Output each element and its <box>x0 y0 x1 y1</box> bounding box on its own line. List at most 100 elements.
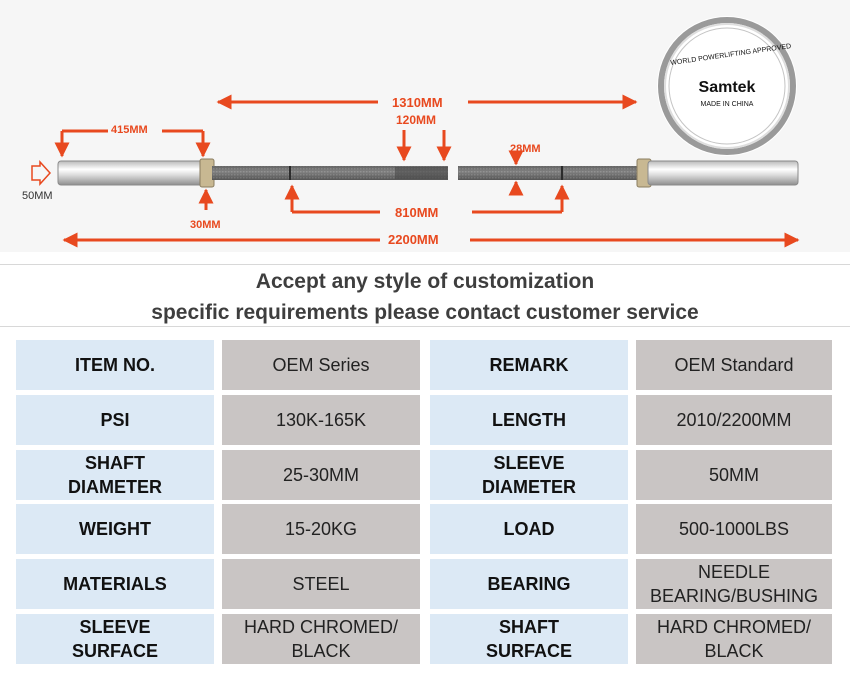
spec-label-r2-k1: PSI <box>16 394 214 445</box>
dim-label-28mm: 28MM <box>510 143 541 155</box>
spec-cell-line: 2010/2200MM <box>676 409 792 430</box>
spec-label-r5-k1: MATERIALS <box>16 559 214 610</box>
spec-cell-line: BLACK <box>291 641 351 661</box>
spec-cell-text: LENGTH <box>492 408 566 432</box>
spec-cell-line: SLEEVE <box>493 452 565 473</box>
spec-label-r1-k2: REMARK <box>430 340 628 390</box>
spec-label-r6-k1: SLEEVE SURFACE <box>16 614 214 664</box>
spec-value-r6-v1: HARD CHROMED/BLACK <box>222 614 420 664</box>
spec-cell-line: BEARING <box>487 574 571 595</box>
spec-cell-text: MATERIALS <box>63 572 167 596</box>
spec-cell-text: 2010/2200MM <box>676 408 791 432</box>
spec-label-r2-k2: LENGTH <box>430 394 628 445</box>
spec-cell-line: SHAFT <box>85 452 145 473</box>
spec-cell-text: OEM Standard <box>674 353 793 377</box>
spec-cell-line: OEM Series <box>272 355 370 375</box>
spec-cell-text: SHAFT DIAMETER <box>68 451 162 499</box>
spec-cell-line: 50MM <box>708 464 759 485</box>
spec-value-r1-v2: OEM Standard <box>636 340 832 390</box>
spec-cell-text: 500-1000LBS <box>679 517 789 541</box>
spec-value-r3-v2: 50MM <box>636 449 832 500</box>
spec-value-r2-v1: 130K-165K <box>222 394 420 445</box>
spec-cell-text: SHAFT SURFACE <box>486 615 572 663</box>
spec-cell-line: LOAD <box>503 519 555 540</box>
spec-cell-line: BLACK <box>704 641 764 661</box>
barbell-drawing <box>31 16 800 248</box>
spec-cell-text: HARD CHROMED/BLACK <box>657 615 811 663</box>
logo-made-in: MADE IN CHINA <box>700 101 754 108</box>
dim-label-30mm: 30MM <box>190 219 221 231</box>
logo-medallion <box>657 16 797 156</box>
spec-value-r4-v1: 15-20KG <box>222 504 420 555</box>
dim-label-2200mm: 2200MM <box>388 232 439 247</box>
spec-cell-text: 130K-165K <box>276 408 366 432</box>
spec-cell-text: STEEL <box>292 572 349 596</box>
spec-value-r4-v2: 500-1000LBS <box>636 504 832 555</box>
dim-label-50mm: 50MM <box>22 190 53 202</box>
spec-label-r4-k2: LOAD <box>430 504 628 555</box>
spec-cell-text: SLEEVE SURFACE <box>72 615 158 663</box>
spec-label-r3-k1: SHAFT DIAMETER <box>16 449 214 500</box>
spec-cell-line: BEARING/BUSHING <box>649 586 819 607</box>
spec-cell-line: SLEEVE <box>79 617 151 637</box>
headline-line-2: specific requirements please contact cus… <box>151 301 699 324</box>
spec-cell-text: ITEM NO. <box>75 353 155 377</box>
spec-label-r3-k2: SLEEVE DIAMETER <box>430 449 628 500</box>
spec-cell-text: NEEDLE BEARING/BUSHING <box>650 560 818 608</box>
spec-label-r6-k2: SHAFT SURFACE <box>430 614 628 664</box>
spec-cell-line: ITEM NO. <box>75 355 155 375</box>
spec-cell-line: REMARK <box>489 355 569 375</box>
spec-cell-line: MATERIALS <box>63 574 167 595</box>
spec-cell-text: WEIGHT <box>79 517 151 541</box>
spec-label-r5-k2: BEARING <box>430 559 628 610</box>
spec-value-r2-v2: 2010/2200MM <box>636 394 832 445</box>
spec-cell-line: 130K-165K <box>275 409 367 430</box>
spec-cell-line: 25-30MM <box>282 464 360 485</box>
spec-cell-line: 15-20KG <box>284 519 358 540</box>
left-collar <box>199 158 215 188</box>
spec-cell-text: HARD CHROMED/BLACK <box>244 615 398 663</box>
spec-cell-text: BEARING <box>487 572 570 596</box>
spec-cell-line: 500-1000LBS <box>678 519 790 540</box>
spec-label-r4-k1: WEIGHT <box>16 504 214 555</box>
spec-cell-text: 15-20KG <box>285 517 357 541</box>
spec-cell-line: STEEL <box>292 574 350 595</box>
spec-cell-text: LOAD <box>504 517 555 541</box>
spec-value-r5-v1: STEEL <box>222 559 420 610</box>
spec-cell-line: OEM Standard <box>674 355 794 375</box>
spec-label-r1-k1: ITEM NO. <box>16 340 214 390</box>
spec-cell-line: HARD CHROMED/ <box>243 617 398 637</box>
logo-brand: Samtek <box>698 79 756 96</box>
dim-label-1310mm: 1310MM <box>392 95 443 110</box>
dim-label-415mm: 415MM <box>111 124 148 136</box>
spec-cell-text: SLEEVE DIAMETER <box>482 451 576 499</box>
spec-cell-line: LENGTH <box>492 409 566 430</box>
left-sleeve <box>57 160 207 186</box>
divider-top <box>0 264 850 265</box>
spec-value-r6-v2: HARD CHROMED/BLACK <box>636 614 832 664</box>
spec-cell-text: REMARK <box>490 353 569 377</box>
spec-cell-line: DIAMETER <box>482 476 576 497</box>
dim-label-810mm: 810MM <box>395 205 439 220</box>
spec-cell-line: SHAFT <box>498 617 559 637</box>
headline-line-1: Accept any style of customization <box>255 270 595 293</box>
spec-cell-text: OEM Series <box>272 353 369 377</box>
spec-value-r3-v1: 25-30MM <box>222 449 420 500</box>
dim-label-120mm: 120MM <box>396 113 437 127</box>
spec-cell-line: WEIGHT <box>79 519 151 540</box>
spec-cell-line: SURFACE <box>71 641 158 661</box>
spec-value-r1-v1: OEM Series <box>222 340 420 390</box>
spec-value-r5-v2: NEEDLE BEARING/BUSHING <box>636 559 832 610</box>
barbell-diagram: 1310MM 120MM 415MM 28MM 50MM 30MM 810MM … <box>0 0 850 252</box>
spec-cell-line: DIAMETER <box>68 476 162 497</box>
spec-cell-line: NEEDLE <box>697 562 771 583</box>
spec-cell-text: 25-30MM <box>283 463 359 487</box>
spec-cell-text: PSI <box>100 408 129 432</box>
spec-cell-line: PSI <box>100 409 130 430</box>
right-sleeve <box>647 160 799 186</box>
spec-cell-text: 50MM <box>709 463 759 487</box>
spec-cell-line: SURFACE <box>485 641 572 661</box>
spec-cell-line: HARD CHROMED/ <box>656 617 811 637</box>
divider-bottom <box>0 326 850 327</box>
